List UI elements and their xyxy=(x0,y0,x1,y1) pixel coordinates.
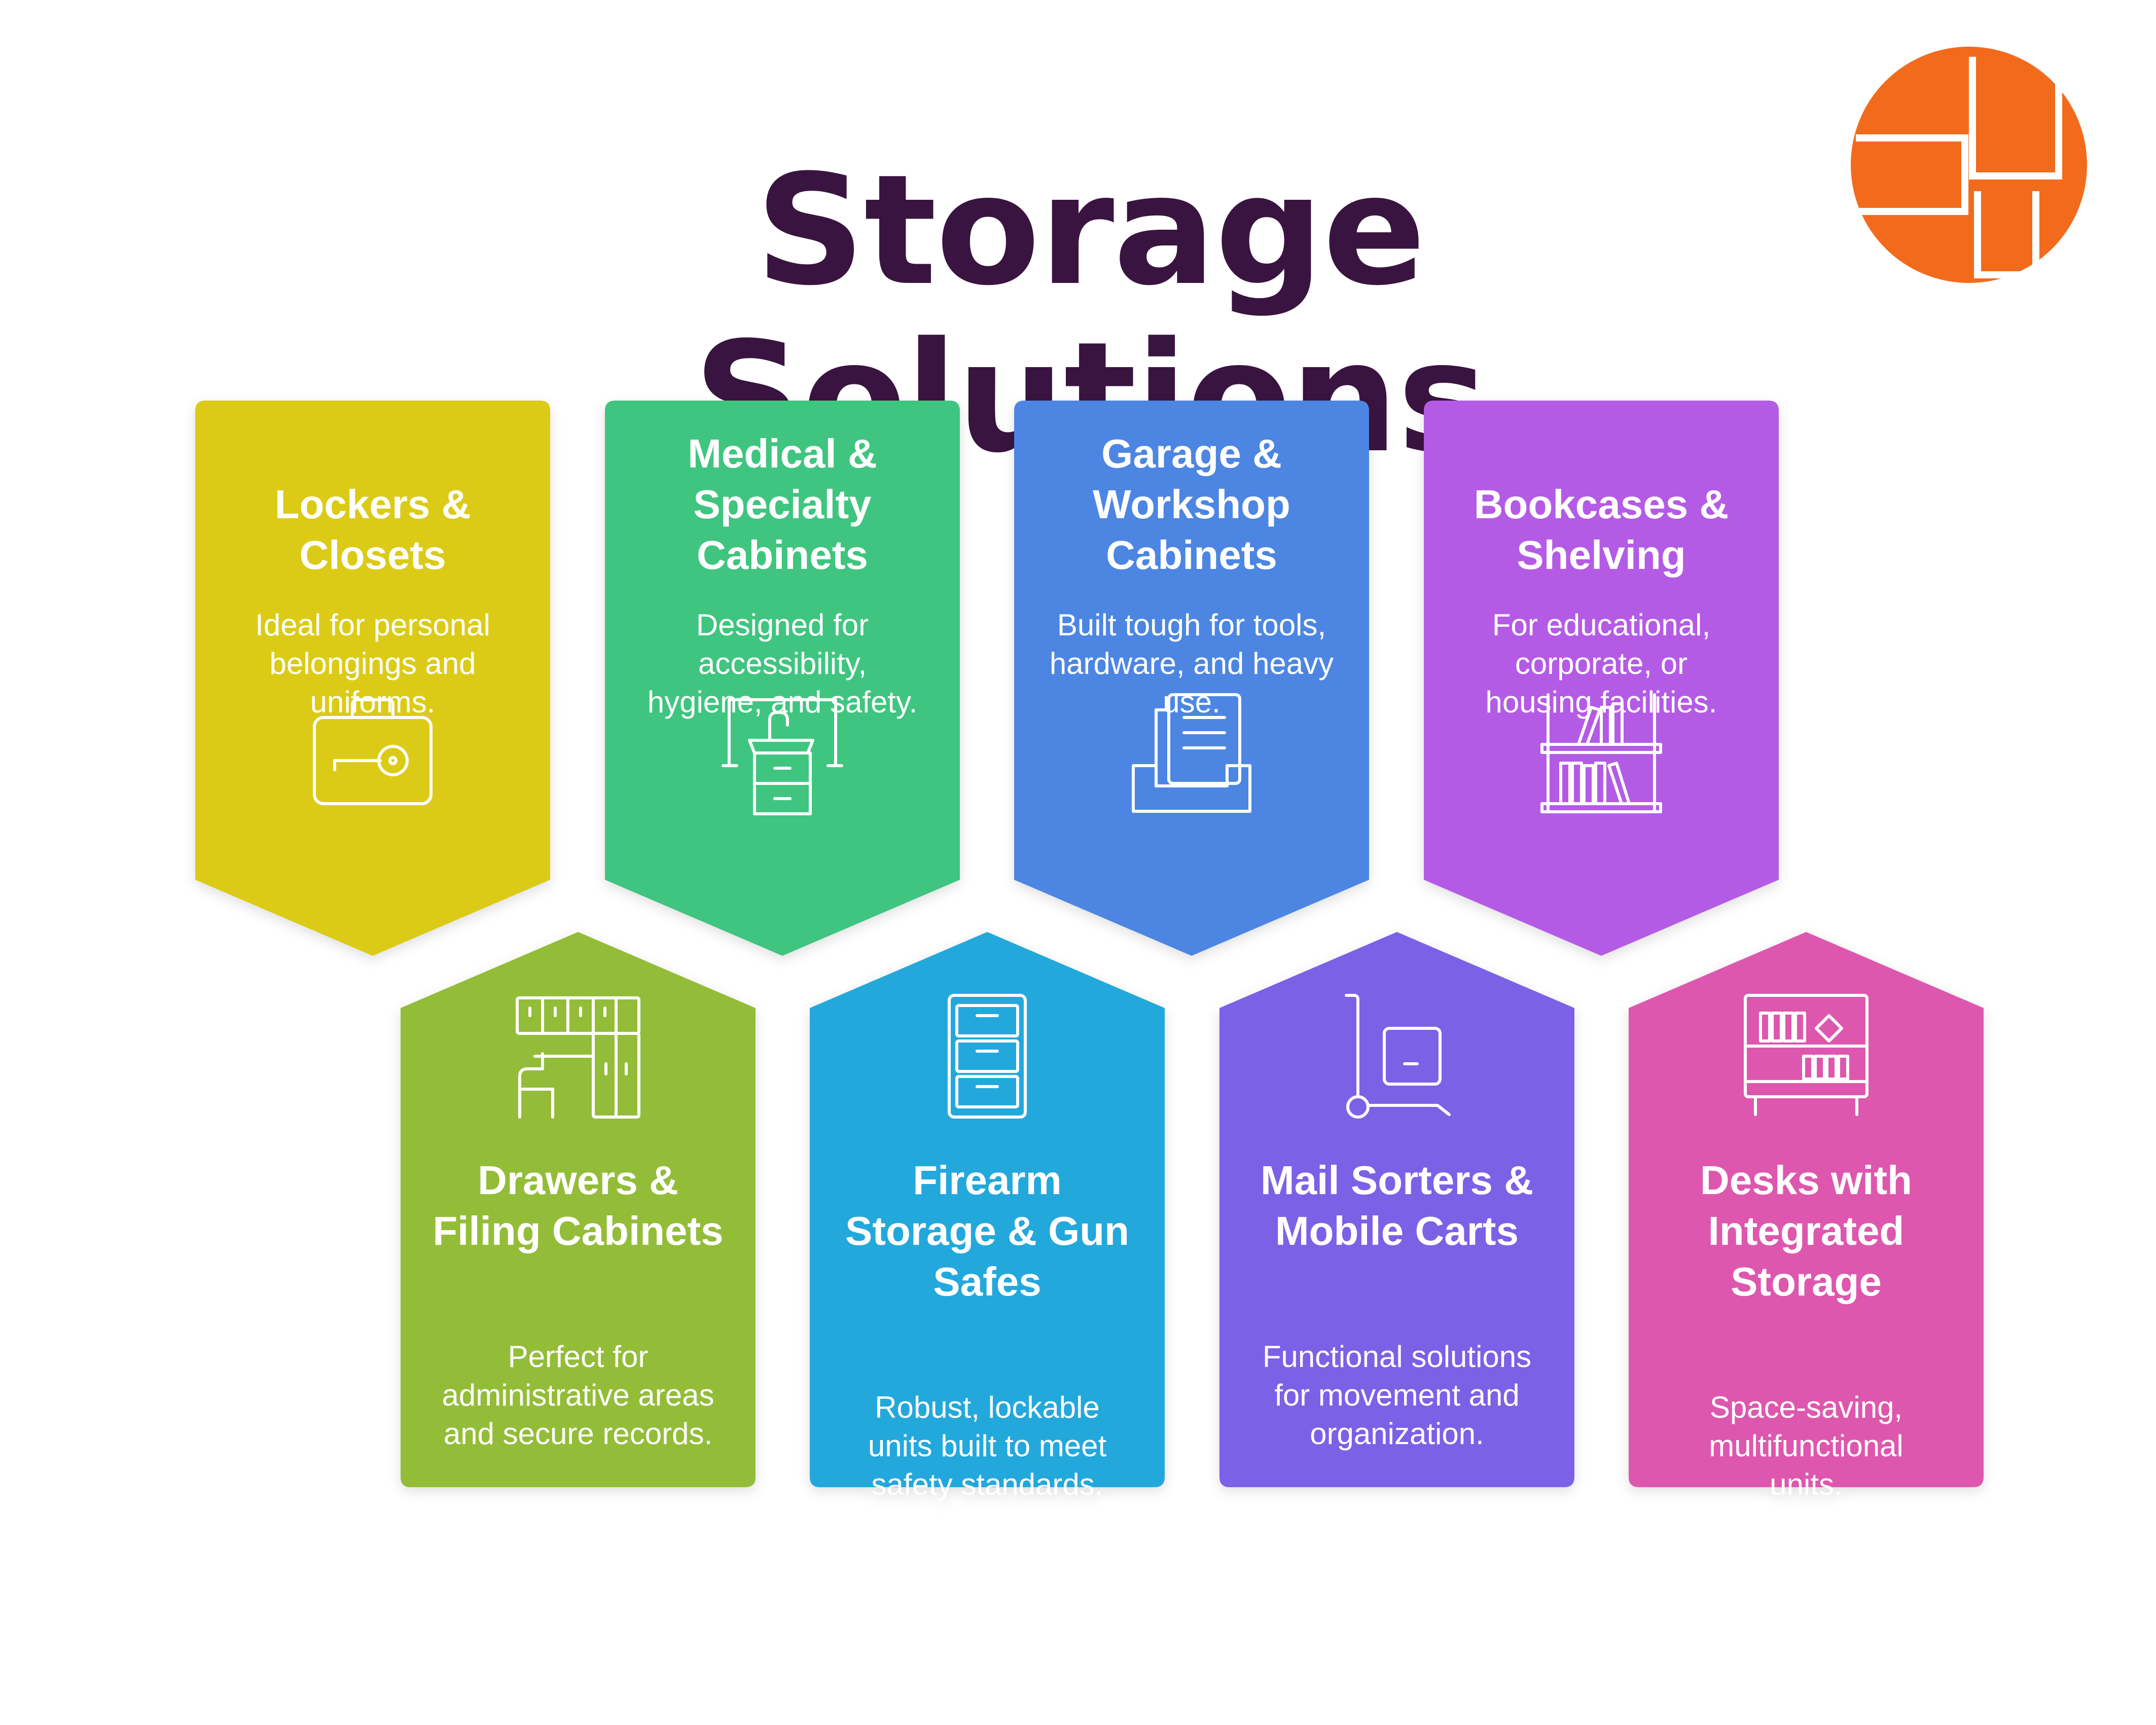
card-title: Lockers &Closets xyxy=(274,482,471,578)
bookshelf-icon xyxy=(1538,690,1665,816)
card-shape xyxy=(605,401,960,956)
card-shape xyxy=(195,401,550,956)
key-briefcase-icon xyxy=(309,690,436,816)
card-shape xyxy=(1424,401,1779,956)
office-storage-icon xyxy=(515,993,641,1120)
card-title: Mail Sorters &Mobile Carts xyxy=(1261,1158,1533,1253)
storage-desk-icon xyxy=(1743,993,1870,1120)
hand-truck-icon xyxy=(1334,993,1460,1120)
document-tray-icon xyxy=(1128,690,1255,816)
card-shape xyxy=(810,932,1165,1487)
sink-cabinet-icon xyxy=(719,690,846,816)
filing-cabinet-icon xyxy=(924,993,1051,1120)
card-title: Bookcases &Shelving xyxy=(1474,482,1729,578)
card-mail-sorters-mobile-carts: Mail Sorters &Mobile Carts Functional so… xyxy=(1219,932,1574,1487)
card-shape xyxy=(401,932,756,1487)
card-description: Built tough for tools,hardware, and heav… xyxy=(1049,608,1334,719)
card-shape xyxy=(1219,932,1574,1487)
company-logo xyxy=(1851,47,2087,283)
logo-icon xyxy=(1851,47,2087,283)
card-title: Drawers &Filing Cabinets xyxy=(433,1158,724,1253)
card-bookcases-shelving: Bookcases &Shelving For educational,corp… xyxy=(1424,401,1779,956)
card-shape xyxy=(1629,932,1984,1487)
card-shape xyxy=(1014,401,1369,956)
page-title: Storage Solutions xyxy=(693,142,1488,486)
